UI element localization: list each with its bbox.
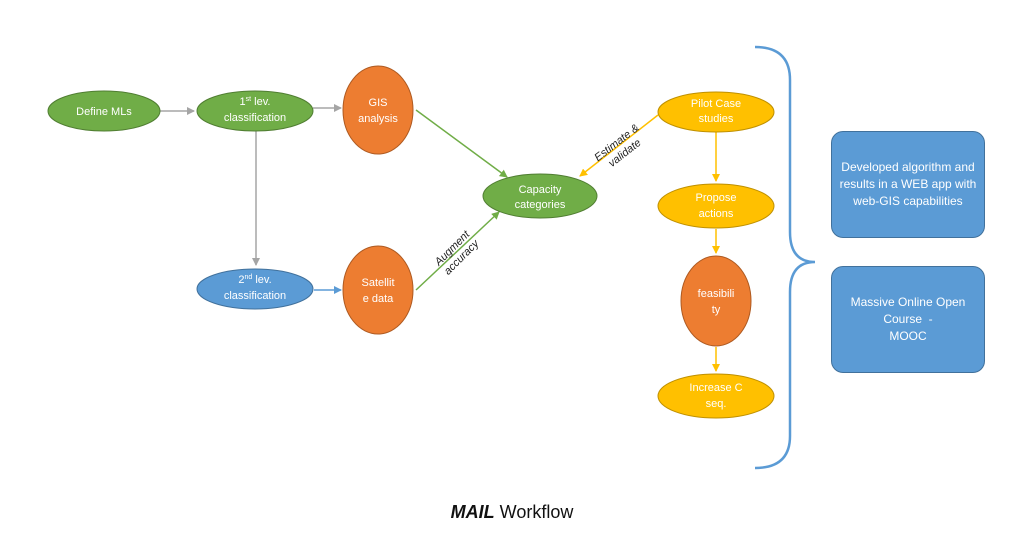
svg-text:e data: e data xyxy=(363,293,394,305)
edge-satellite-to-capacity xyxy=(415,211,500,291)
svg-text:Pilot Case: Pilot Case xyxy=(691,98,741,110)
edge-pilot-to-capacity xyxy=(579,114,659,177)
svg-text:studies: studies xyxy=(699,113,734,125)
node-satellite-data: Satellit e data xyxy=(342,245,414,335)
mooc-line-1: Massive Online Open xyxy=(850,295,966,309)
output-web-app-box: Developed algorithm and results in a WEB… xyxy=(831,131,985,238)
svg-text:analysis: analysis xyxy=(358,113,398,125)
title-rest: Workflow xyxy=(494,502,574,522)
svg-text:Propose: Propose xyxy=(696,192,737,204)
second-lev-number: 2 xyxy=(238,274,244,286)
edge-gis-to-capacity xyxy=(415,109,508,178)
svg-text:classification: classification xyxy=(224,290,286,302)
output-mooc-box: Massive Online Open Course - MOOC xyxy=(831,266,985,373)
first-lev-number: 1 xyxy=(240,96,246,108)
svg-text:seq.: seq. xyxy=(706,398,727,410)
svg-text:categories: categories xyxy=(515,199,566,211)
node-pilot-case-studies: Pilot Case studies xyxy=(657,91,775,133)
web-app-line-3: web-GIS capabilities xyxy=(853,194,963,208)
mooc-line-3: MOOC xyxy=(889,329,927,343)
node-increase-c-seq: Increase C seq. xyxy=(657,373,775,419)
svg-text:actions: actions xyxy=(699,208,734,220)
node-first-level-classification: 1st lev. classification xyxy=(196,90,314,132)
web-app-line-1: Developed algorithm and xyxy=(841,160,975,174)
svg-text:ty: ty xyxy=(712,304,721,316)
node-capacity-categories: Capacity categories xyxy=(482,173,598,219)
title-bold: MAIL xyxy=(450,502,495,522)
web-app-line-2: results in a WEB app with xyxy=(839,177,977,191)
mooc-line-2: Course - xyxy=(883,312,933,326)
node-gis-analysis: GIS analysis xyxy=(342,65,414,155)
svg-text:Satellit: Satellit xyxy=(361,277,394,289)
edge-label-estimate-validate: Estimate & validate xyxy=(592,122,643,170)
node-feasibility: feasibili ty xyxy=(680,255,752,347)
node-propose-actions: Propose actions xyxy=(657,183,775,229)
first-lev-label: 1st lev. xyxy=(240,96,271,108)
svg-text:feasibili: feasibili xyxy=(698,288,735,300)
node-second-level-classification: 2nd lev. classification xyxy=(196,268,314,310)
svg-text:GIS: GIS xyxy=(369,97,388,109)
node-define-mls: Define MLs xyxy=(47,90,161,132)
svg-text:Increase C: Increase C xyxy=(689,382,742,394)
right-curly-bracket xyxy=(754,45,816,470)
second-lev-label: 2nd lev. xyxy=(238,274,271,286)
svg-text:Capacity: Capacity xyxy=(519,184,562,196)
diagram-title: MAIL Workflow xyxy=(0,502,1024,523)
svg-text:Define MLs: Define MLs xyxy=(76,106,132,118)
svg-text:classification: classification xyxy=(224,112,286,124)
